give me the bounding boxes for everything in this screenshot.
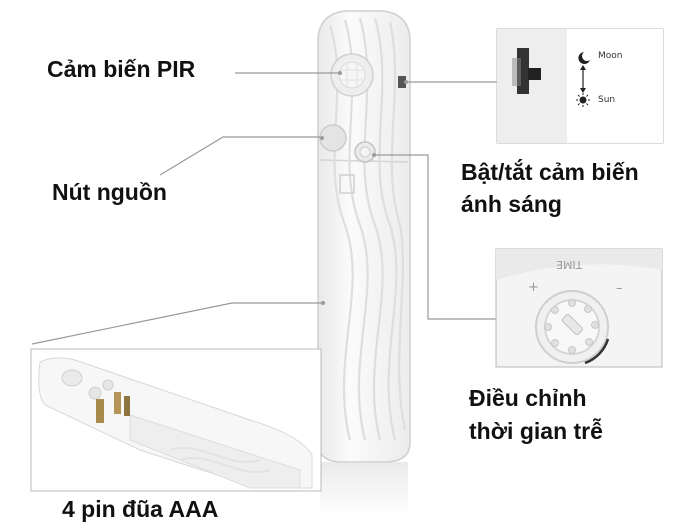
leader-lines [31,72,497,345]
battery-label: 4 pin đũa AAA [62,496,219,522]
device-body [317,10,411,517]
time-engraving: TIME [556,258,583,271]
switch-inset [496,28,664,144]
battery-contacts [96,392,130,423]
moon-icon [578,52,590,64]
time-delay-label-line1: Điều chỉnh [469,385,587,411]
sun-label: Sun [598,95,616,105]
sun-icon [576,93,590,107]
pir-sensor-label: Cảm biến PIR [47,56,196,82]
light-sensor-label-line1: Bật/tắt cảm biến [461,159,639,185]
plus-engraving: + [528,280,539,295]
moon-label: Moon [598,51,623,61]
side-switch [398,76,406,88]
pir-sensor [330,53,374,97]
battery-inset [30,348,322,492]
light-sensor-switch [354,141,376,163]
light-sensor-label-line2: ánh sáng [461,191,562,217]
minus-engraving: – [616,281,623,296]
dial-inset [495,248,663,368]
time-delay-label-line2: thời gian trễ [469,418,603,444]
power-button-label: Nút nguồn [52,179,167,205]
